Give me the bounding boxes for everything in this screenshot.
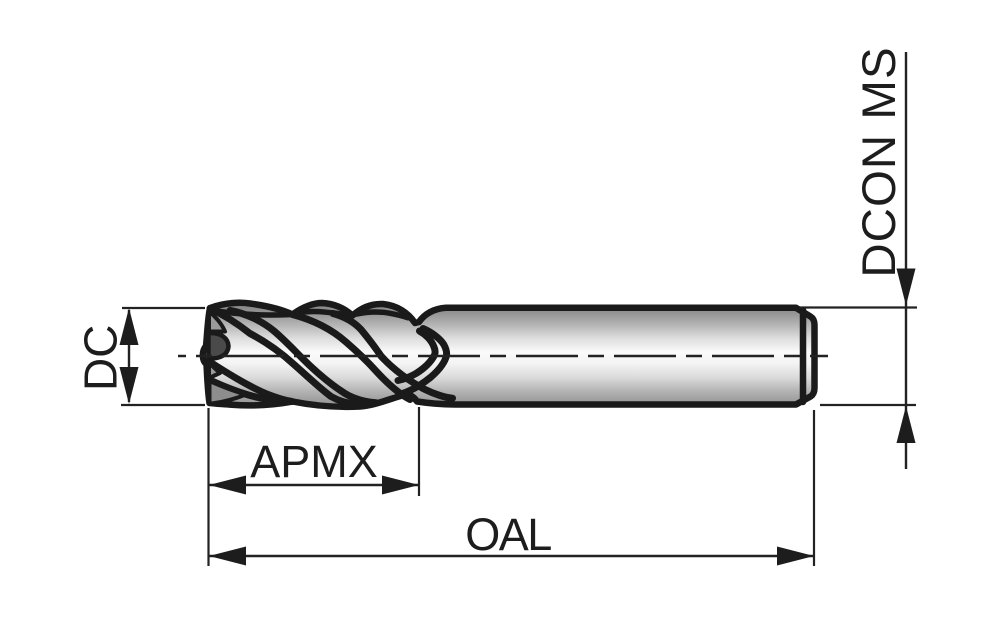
- svg-text:DCON MS: DCON MS: [853, 46, 906, 277]
- svg-text:DC: DC: [75, 325, 127, 391]
- svg-text:APMX: APMX: [250, 436, 378, 487]
- svg-text:OAL: OAL: [465, 509, 551, 560]
